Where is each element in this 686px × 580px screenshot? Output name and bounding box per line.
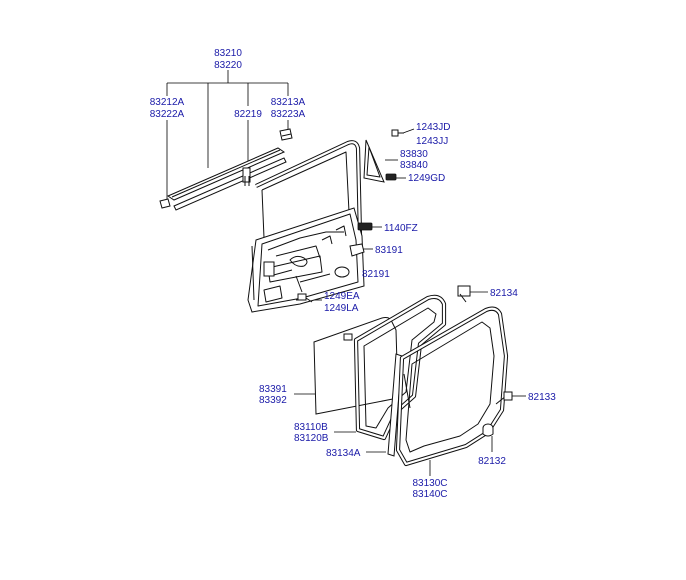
label-82191: 82191 — [362, 269, 390, 280]
label-83134A: 83134A — [326, 448, 361, 459]
label-83210: 83210 — [214, 48, 242, 59]
label-83110B: 83110B — [294, 422, 328, 433]
part-labels: 83210 83220 83212A 83222A 82219 83213A 8… — [150, 48, 556, 500]
screw-1249GD — [385, 173, 397, 181]
label-83191: 83191 — [375, 245, 403, 256]
label-1243JJ: 1243JJ — [416, 136, 448, 147]
plug-83191 — [349, 243, 365, 257]
clip-82219 — [242, 167, 251, 186]
plug-82191 — [334, 266, 350, 278]
label-83212A: 83212A — [150, 97, 185, 108]
leader-lines — [166, 70, 526, 476]
label-1249EA: 1249EA — [324, 291, 360, 302]
label-82133: 82133 — [528, 392, 556, 403]
clip-82134 — [457, 285, 471, 303]
label-83391: 83391 — [259, 384, 287, 395]
clip-82133 — [495, 391, 513, 405]
label-83840: 83840 — [400, 160, 428, 171]
bolt-1140FZ — [357, 222, 373, 231]
label-82219: 82219 — [234, 109, 262, 120]
belt-moulding — [159, 128, 293, 211]
label-83140C: 83140C — [412, 489, 447, 500]
label-1249GD: 1249GD — [408, 173, 445, 184]
rear-door-panel — [247, 140, 365, 313]
corner-trim-83830 — [363, 139, 385, 183]
bolt-1243JD — [391, 129, 404, 137]
label-82132: 82132 — [478, 456, 506, 467]
label-83392: 83392 — [259, 395, 287, 406]
label-83220: 83220 — [214, 60, 242, 71]
label-83213A: 83213A — [271, 97, 306, 108]
label-83130C: 83130C — [412, 478, 447, 489]
label-83120B: 83120B — [294, 433, 329, 444]
plug-82132 — [482, 423, 494, 437]
label-1140FZ: 1140FZ — [384, 223, 418, 234]
label-1243JD: 1243JD — [416, 122, 450, 133]
label-1249LA: 1249LA — [324, 303, 359, 314]
label-82134: 82134 — [490, 288, 518, 299]
frame-seal-83130C — [395, 306, 509, 467]
label-83222A: 83222A — [150, 109, 185, 120]
label-83830: 83830 — [400, 149, 428, 160]
label-83223A: 83223A — [271, 109, 306, 120]
